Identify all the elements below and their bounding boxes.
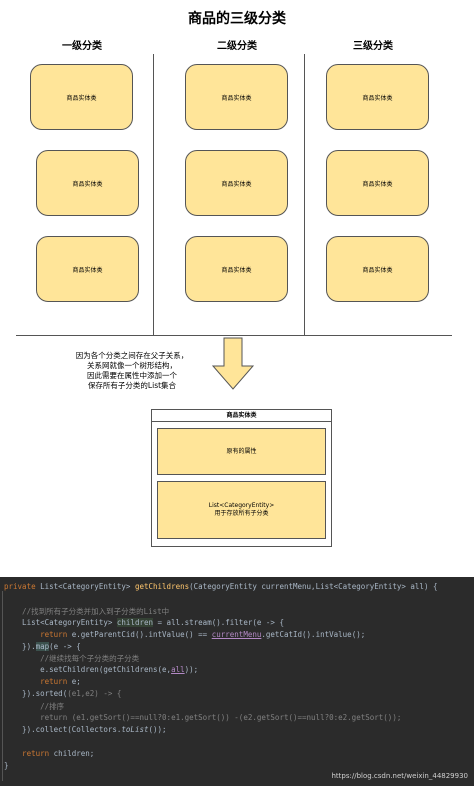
entity-box: 商品实体类 (185, 64, 288, 130)
code-token: e.setChildren(getChildrens(e, (4, 665, 172, 675)
original-properties-label: 原有的属性 (226, 447, 257, 455)
code-token: }).sorted( (4, 689, 68, 699)
note-line: 关系网就像一个树形结构， (87, 361, 177, 370)
section-divider (16, 335, 452, 336)
entity-box: 商品实体类 (36, 236, 139, 302)
code-token: getChildrens (134, 582, 190, 591)
code-token: children; (53, 748, 95, 758)
code-token: private (4, 582, 41, 591)
code-line: return children; (4, 749, 474, 761)
column-title-level2: 二级分类 (217, 41, 257, 52)
watermark: https://blog.csdn.net/weixin_44829930 (331, 772, 468, 780)
entity-box: 商品实体类 (185, 236, 288, 302)
code-token: (e1,e2) -> { (67, 689, 122, 699)
entity-box: 商品实体类 (36, 150, 139, 216)
children-list-type: List<CategoryEntity> (208, 502, 275, 509)
column-title-level3: 三级分类 (353, 41, 393, 52)
code-token: return (e1.getSort()==null?0:e1.getSort(… (4, 712, 402, 722)
code-token: List<CategoryEntity> (4, 617, 117, 627)
code-token: map (35, 641, 50, 651)
code-token: e; (71, 677, 81, 687)
original-properties-box: 原有的属性 (157, 428, 326, 475)
code-line: }).map(e -> { (4, 641, 474, 654)
code-line (4, 594, 474, 606)
code-line (4, 737, 474, 749)
children-list-box: List<CategoryEntity> 用于存放所有子分类 (157, 481, 326, 539)
code-line: List<CategoryEntity> children = all.stre… (4, 617, 474, 630)
code-editor: private List<CategoryEntity> getChildren… (0, 577, 474, 786)
note-line: 保存所有子分类的List集合 (87, 381, 177, 390)
code-line: //找到所有子分类并加入到子分类的List中 (4, 606, 474, 618)
code-token: return (4, 677, 72, 687)
code-line: e.setChildren(getChildrens(e,all)); (4, 665, 474, 677)
column-divider (304, 54, 305, 336)
column-divider (153, 54, 154, 336)
code-token: = all.stream().filter(e -> { (153, 617, 284, 627)
code-token: e.getParentCid().intValue() == (71, 629, 212, 639)
code-line: private List<CategoryEntity> getChildren… (4, 582, 474, 594)
note-line: 因此需要在属性中添加一个 (87, 371, 177, 380)
code-token: //找到所有子分类并加入到子分类的List中 (4, 606, 170, 616)
code-token: }). (4, 641, 36, 651)
code-token: }).collect(Collectors. (4, 724, 122, 734)
code-line: }).sorted((e1,e2) -> { (4, 689, 474, 701)
column-title-level1: 一级分类 (62, 41, 102, 52)
code-line: return e.getParentCid().intValue() == cu… (4, 630, 474, 642)
entity-box: 商品实体类 (30, 64, 133, 130)
children-list-desc: 用于存放所有子分类 (214, 510, 269, 517)
code-token: )); (184, 665, 199, 675)
code-line: //排序 (4, 701, 474, 713)
code-token: .getCatId().intValue(); (261, 629, 366, 639)
code-token: currentMenu (211, 629, 262, 639)
entity-box: 商品实体类 (326, 64, 429, 130)
code-line: }).collect(Collectors.toList()); (4, 725, 474, 737)
code-token: //排序 (4, 702, 65, 711)
down-arrow-icon (212, 337, 255, 390)
code-token: children (116, 617, 154, 627)
code-line: } (4, 761, 474, 773)
explanation-note: 因为各个分类之间存在父子关系， 关系网就像一个树形结构， 因此需要在属性中添加一… (52, 351, 212, 391)
diagram-title: 商品的三级分类 (188, 11, 286, 27)
code-token: (e -> { (49, 641, 81, 651)
code-token: return (4, 748, 54, 758)
entity-box: 商品实体类 (326, 236, 429, 302)
entity-box: 商品实体类 (326, 150, 429, 216)
note-line: 因为各个分类之间存在父子关系， (75, 351, 189, 360)
entity-class-box: 商品实体类 原有的属性 List<CategoryEntity> 用于存放所有子… (151, 409, 332, 547)
entity-box: 商品实体类 (185, 150, 288, 216)
entity-class-title: 商品实体类 (152, 410, 331, 422)
code-line: return e; (4, 677, 474, 689)
code-gutter (2, 591, 5, 781)
code-token: return (4, 629, 72, 639)
code-token: all (171, 665, 185, 675)
code-line: //继续找每个子分类的子分类 (4, 653, 474, 665)
code-token: //继续找每个子分类的子分类 (4, 654, 140, 664)
code-token: List<CategoryEntity> (40, 582, 135, 591)
code-token: ()); (148, 724, 167, 734)
code-line: return (e1.getSort()==null?0:e1.getSort(… (4, 713, 474, 725)
code-token: toList (121, 724, 149, 734)
code-token: } (4, 760, 9, 770)
code-token: (CategoryEntity currentMenu,List<Categor… (189, 582, 438, 591)
